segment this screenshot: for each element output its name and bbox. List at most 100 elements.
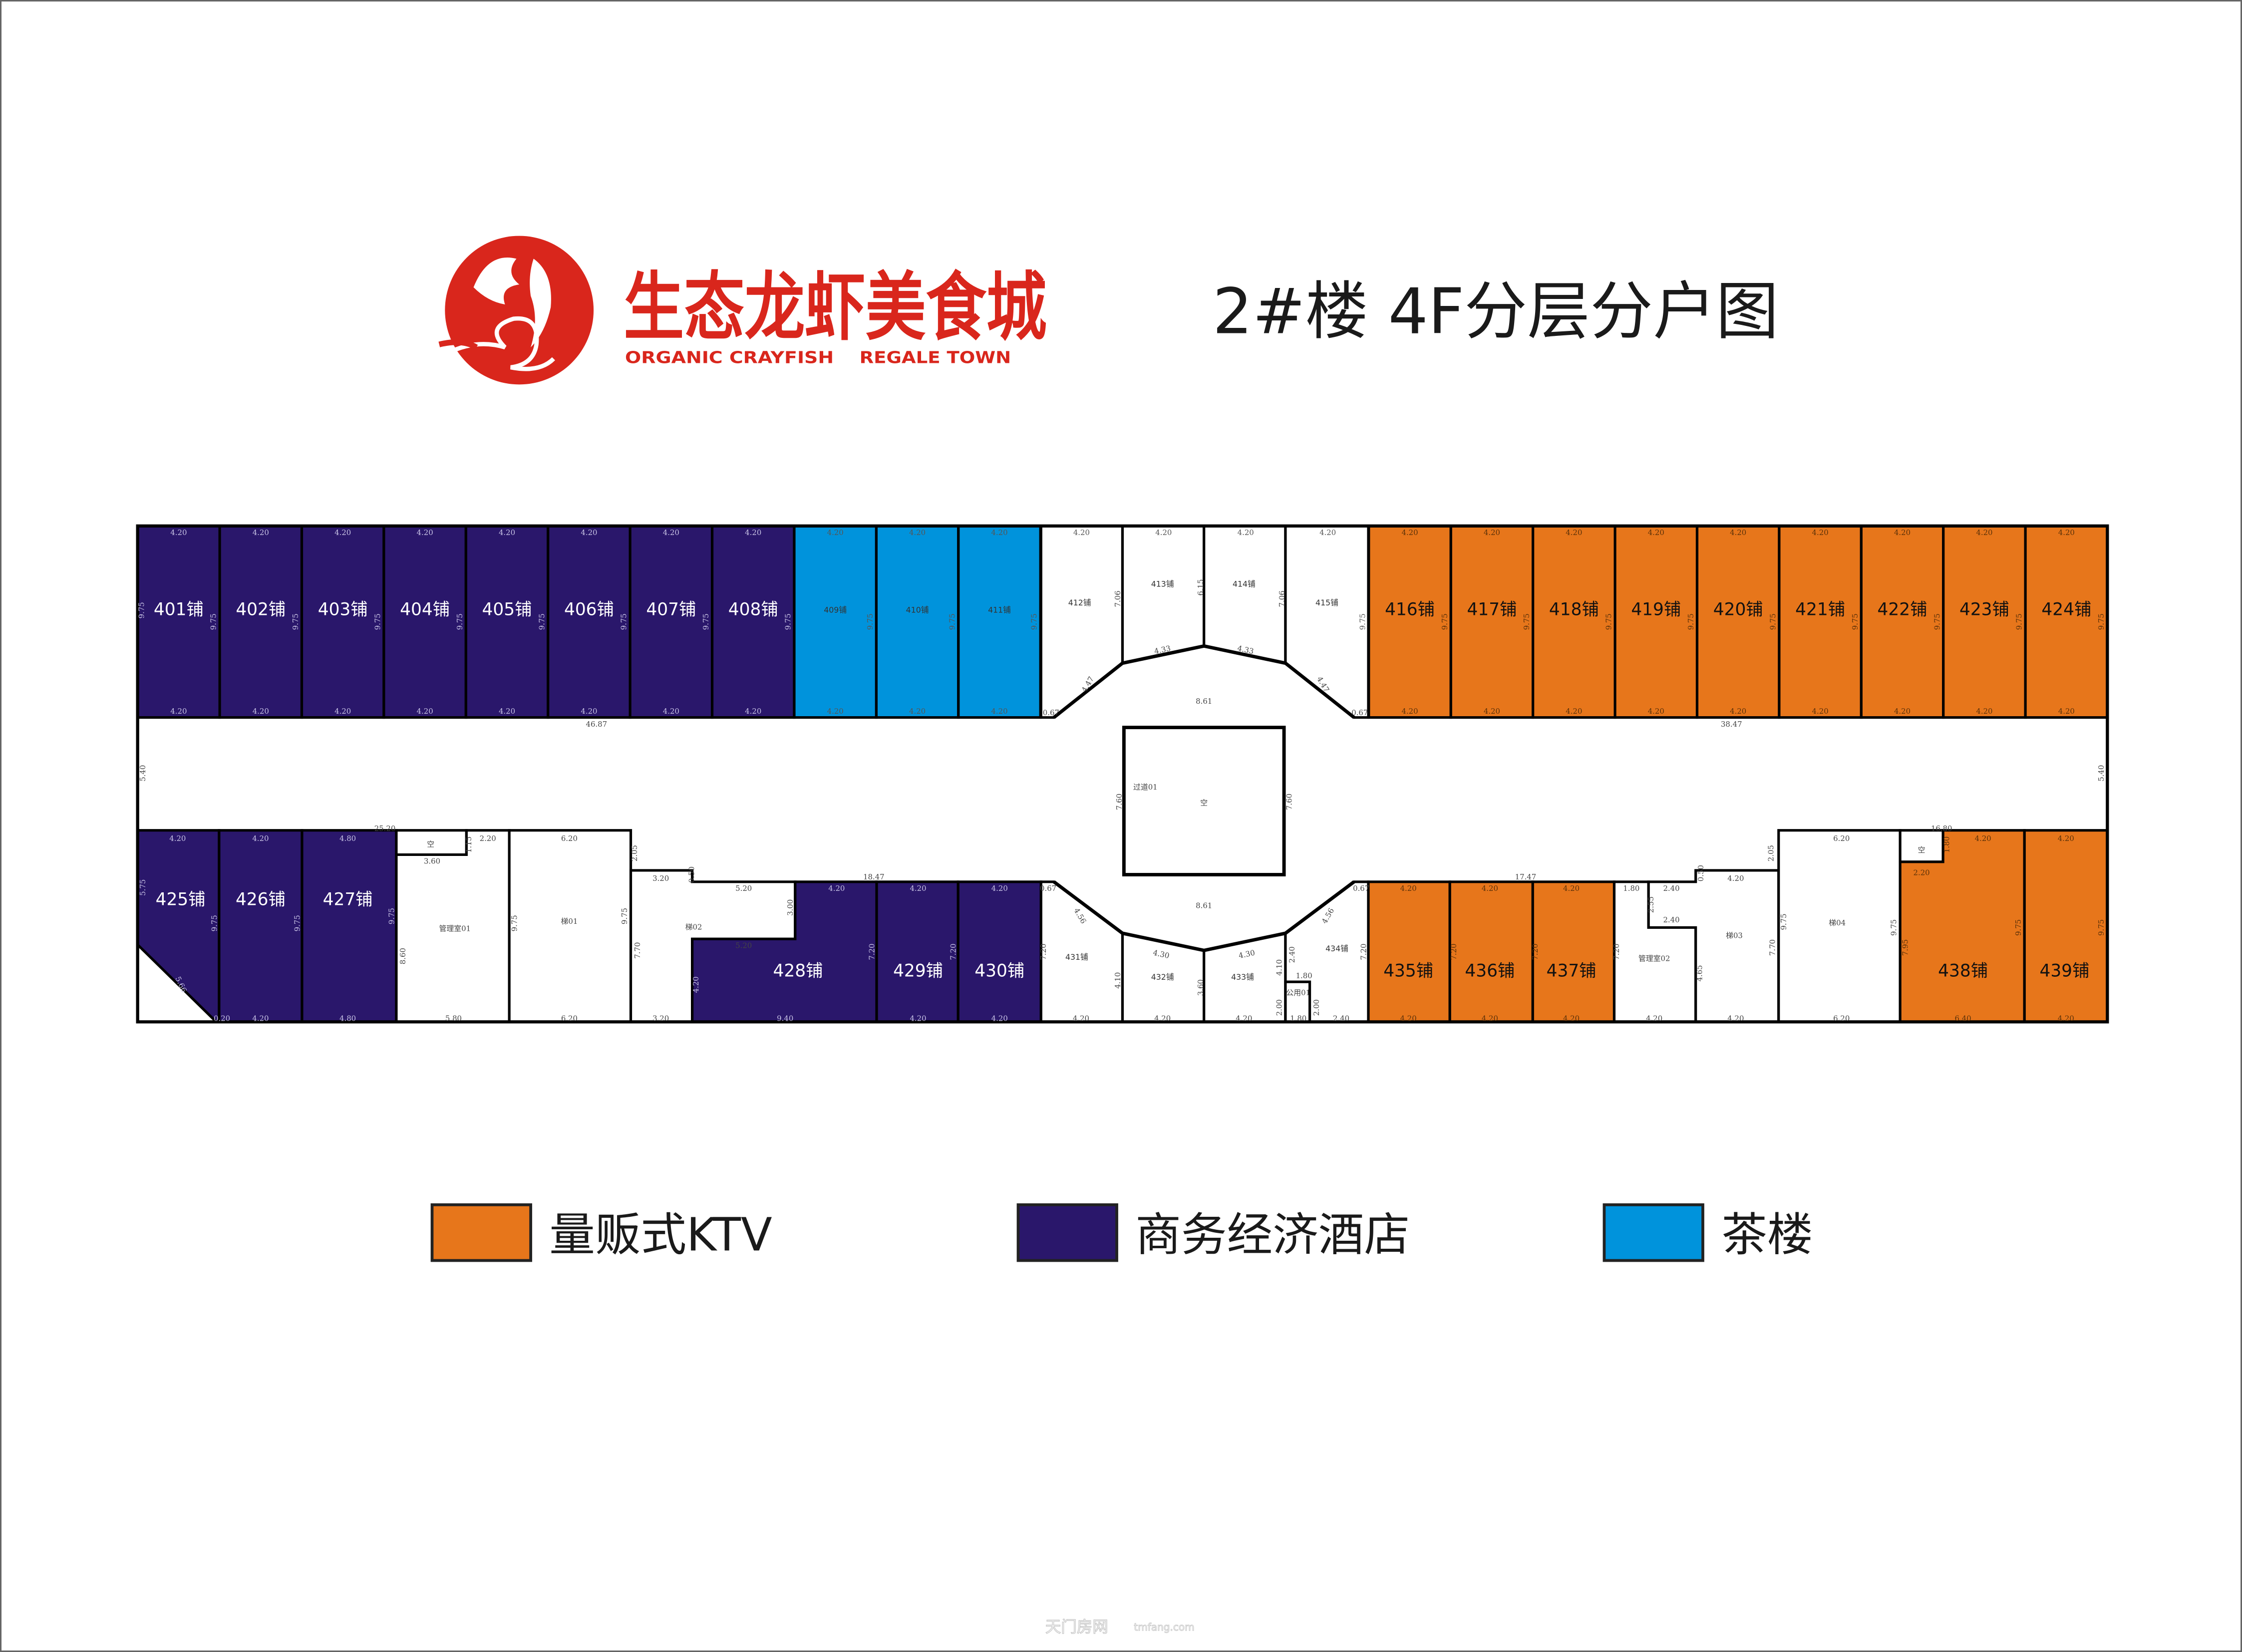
dimension-label: 9.75 xyxy=(291,613,300,630)
dimension-label: 4.20 xyxy=(252,834,269,843)
unit-label-416: 416铺 xyxy=(1385,599,1435,619)
dimension-label: 4.20 xyxy=(499,707,515,716)
unit-label-425: 425铺 xyxy=(156,890,206,910)
dimension-label: 9.75 xyxy=(373,613,382,630)
unit-401[interactable] xyxy=(136,525,221,719)
dimension-label: 4.20 xyxy=(1975,834,1991,843)
dimension-label: 2.20 xyxy=(480,834,496,843)
dimension-label: 4.20 xyxy=(1727,1014,1744,1023)
unit-417[interactable] xyxy=(1449,525,1535,719)
unit-419[interactable] xyxy=(1613,525,1699,719)
unit-435[interactable] xyxy=(1367,880,1451,1023)
unit-405[interactable] xyxy=(464,525,550,719)
dimension-label: 46.87 xyxy=(586,720,608,729)
dimension-label: 3.60 xyxy=(1196,979,1205,996)
unit-423[interactable] xyxy=(1942,525,2027,719)
unit-439[interactable] xyxy=(2023,829,2109,1023)
dimension-label: 9.40 xyxy=(777,1014,793,1023)
unit-stair01[interactable] xyxy=(508,829,633,1023)
logo-name-en-2: REGALE TOWN xyxy=(860,347,1011,367)
unit-427[interactable] xyxy=(301,829,398,1023)
dimension-label: 1.80 xyxy=(1296,971,1312,980)
unit-label-415: 415铺 xyxy=(1315,598,1338,607)
dimension-label: 7.60 xyxy=(1115,794,1124,810)
unit-402[interactable] xyxy=(218,525,304,719)
page-title: 2#楼 4F分层分户图 xyxy=(1213,275,1779,348)
unit-416[interactable] xyxy=(1367,525,1452,719)
dimension-label: 2.40 xyxy=(1663,915,1679,924)
unit-label-404: 404铺 xyxy=(400,599,450,619)
dimension-label: 4.20 xyxy=(909,707,926,716)
unit-label-402: 402铺 xyxy=(236,599,286,619)
unit-409[interactable] xyxy=(793,525,878,719)
unit-414[interactable] xyxy=(1203,525,1287,665)
unit-413[interactable] xyxy=(1121,525,1206,665)
unit-426[interactable] xyxy=(218,829,304,1023)
unit-label-439: 439铺 xyxy=(2039,961,2089,981)
dimension-label: 9.75 xyxy=(455,613,464,630)
unit-418[interactable] xyxy=(1532,525,1616,719)
unit-label-412: 412铺 xyxy=(1068,598,1091,607)
dimension-label: 4.20 xyxy=(334,707,351,716)
watermark-cn: 天门房网 xyxy=(1045,1618,1108,1636)
dimension-label: 18.47 xyxy=(863,872,885,881)
dimension-label: 4.10 xyxy=(1275,959,1283,976)
unit-label-432: 432铺 xyxy=(1151,972,1174,982)
dimension-label: 4.20 xyxy=(1894,528,1911,537)
atrium-void xyxy=(1122,726,1286,876)
dimension-label: 2.00 xyxy=(1275,999,1283,1016)
unit-label-418: 418铺 xyxy=(1549,599,1599,619)
logo-name-cn: 生态龙虾美食城 xyxy=(624,265,1047,351)
dimension-label: 9.75 xyxy=(387,908,396,924)
dimension-label: 4.20 xyxy=(252,1014,269,1023)
unit-429[interactable] xyxy=(875,880,960,1023)
brand-logo: 生态龙虾美食城 ORGANIC CRAYFISH REGALE TOWN xyxy=(438,236,1047,385)
unit-label-407: 407铺 xyxy=(646,599,696,619)
dimension-label: 4.20 xyxy=(1976,707,1992,716)
unit-403[interactable] xyxy=(300,525,385,719)
dimension-label: 9.75 xyxy=(620,908,629,924)
dimension-label: 4.65 xyxy=(1695,965,1704,981)
space-label: 梯02 xyxy=(685,922,702,931)
unit-407[interactable] xyxy=(629,525,714,719)
unit-void02[interactable] xyxy=(1899,829,1944,863)
dimension-label: 4.20 xyxy=(334,528,351,537)
unit-410[interactable] xyxy=(875,525,960,719)
unit-404[interactable] xyxy=(382,525,467,719)
dimension-label: 7.70 xyxy=(1768,939,1777,956)
unit-411[interactable] xyxy=(957,525,1042,719)
dimension-label: 4.20 xyxy=(1401,528,1418,537)
dimension-label: 4.20 xyxy=(1730,707,1746,716)
unit-label-417: 417铺 xyxy=(1467,599,1517,619)
dimension-label: 7.95 xyxy=(1901,939,1910,956)
unit-437[interactable] xyxy=(1531,880,1616,1023)
dimension-label: 4.20 xyxy=(1238,528,1254,537)
unit-436[interactable] xyxy=(1448,880,1534,1023)
dimension-label: 4.20 xyxy=(663,707,679,716)
unit-406[interactable] xyxy=(547,525,632,719)
unit-425[interactable] xyxy=(136,829,221,1023)
unit-430[interactable] xyxy=(957,880,1042,1023)
unit-420[interactable] xyxy=(1695,525,1781,719)
dimension-label: 4.80 xyxy=(339,1014,356,1023)
unit-label-420: 420铺 xyxy=(1713,599,1763,619)
unit-void01[interactable] xyxy=(395,829,468,856)
dimension-label: 2.40 xyxy=(1333,1014,1349,1023)
dimension-label: 6.20 xyxy=(1833,834,1850,843)
dimension-label: 4.20 xyxy=(2058,1014,2074,1023)
dimension-label: 9.75 xyxy=(948,613,957,630)
space-label: 空 xyxy=(1200,798,1208,807)
building-outline xyxy=(136,524,2109,1024)
unit-424[interactable] xyxy=(2024,525,2109,719)
dimension-label: 0.50 xyxy=(687,866,696,883)
unit-408[interactable] xyxy=(710,525,796,719)
unit-421[interactable] xyxy=(1778,525,1863,719)
dimension-label: 3.00 xyxy=(786,899,795,916)
unit-422[interactable] xyxy=(1860,525,1945,719)
dimension-label: 9.75 xyxy=(209,613,218,630)
dimension-label: 9.75 xyxy=(866,613,875,630)
dimension-label: 4.20 xyxy=(1400,884,1417,893)
unit-label-413: 413铺 xyxy=(1151,579,1174,589)
space-label: 过道01 xyxy=(1133,783,1158,792)
atrium-lower-edge xyxy=(1052,880,1355,952)
